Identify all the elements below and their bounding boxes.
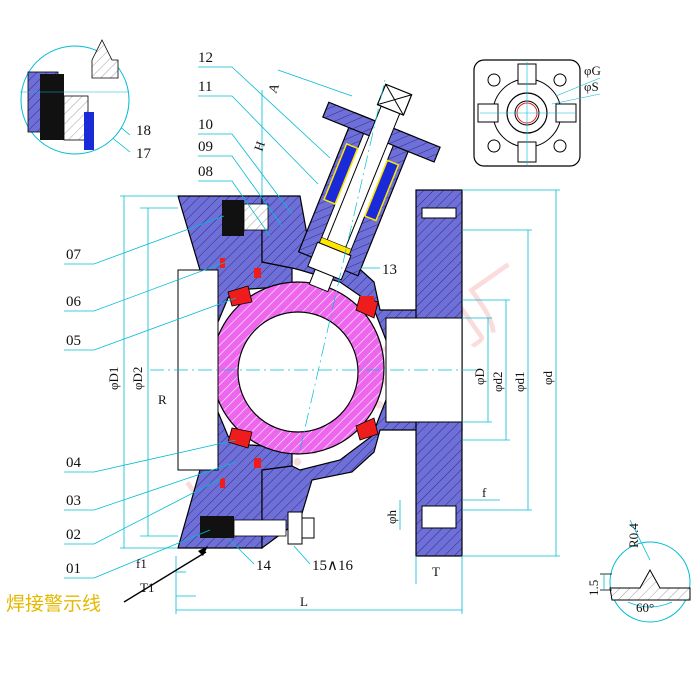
part-label-14: 14 bbox=[256, 558, 272, 574]
part-label-06: 06 bbox=[66, 294, 82, 310]
part-label-08: 08 bbox=[198, 164, 213, 180]
dim-label-d2: φd2 bbox=[490, 371, 505, 392]
o-ring-upper bbox=[254, 268, 261, 278]
part-label-15-16: 15∧16 bbox=[312, 558, 353, 574]
stem-head-cross bbox=[377, 83, 412, 116]
dim-label-T: T bbox=[432, 564, 440, 579]
detail-circle-bolt bbox=[20, 39, 130, 155]
part-label-05: 05 bbox=[66, 333, 81, 349]
part-label-03: 03 bbox=[66, 493, 81, 509]
dimension-lines bbox=[120, 69, 560, 614]
valve-section-view bbox=[150, 79, 480, 557]
seat-seal-upper-left bbox=[227, 285, 253, 307]
part-label-09: 09 bbox=[198, 139, 213, 155]
lower-bolt-shank bbox=[233, 519, 287, 537]
packing-right bbox=[363, 159, 400, 222]
dim-label-D: φD bbox=[472, 368, 487, 385]
ball-bore bbox=[237, 311, 359, 433]
dimension-labels: φD1 φD2 φD φd2 φd1 φd φh R H A f f1 T T1… bbox=[106, 80, 555, 609]
stem-lower-collar bbox=[307, 241, 352, 281]
dim-label-D2: φD2 bbox=[130, 367, 145, 390]
packing-left bbox=[323, 142, 359, 205]
dim-label-L: L bbox=[300, 594, 308, 609]
weld-warning: 焊接警示线 bbox=[6, 546, 208, 615]
part-label-18: 18 bbox=[136, 123, 151, 139]
part-labels: 12 11 10 09 08 07 06 05 04 03 02 01 13 1… bbox=[66, 50, 397, 577]
dim-label-chamfer-radius: R0.4 bbox=[626, 523, 641, 548]
dim-label-H: H bbox=[251, 139, 268, 153]
part-label-04: 04 bbox=[66, 455, 82, 471]
dim-label-D1: φD1 bbox=[106, 367, 121, 390]
stem-assembly bbox=[297, 83, 441, 293]
dim-label-G: φG bbox=[584, 63, 601, 78]
part-label-12: 12 bbox=[198, 50, 213, 66]
upper-bolt-hole bbox=[243, 203, 269, 231]
o-ring-lower bbox=[254, 458, 261, 468]
weld-warning-text: 焊接警示线 bbox=[6, 593, 101, 615]
part-label-10: 10 bbox=[198, 117, 213, 133]
dim-label-R: R bbox=[158, 392, 167, 407]
stem-centerline bbox=[299, 79, 386, 451]
dim-label-S: φS bbox=[584, 79, 599, 94]
leader-lines bbox=[64, 66, 380, 579]
part-label-17: 17 bbox=[136, 146, 152, 162]
stem-thrust-seal bbox=[360, 296, 374, 306]
dim-label-groove-depth: 1.5 bbox=[586, 580, 601, 596]
lower-nut bbox=[287, 511, 303, 545]
part-label-11: 11 bbox=[198, 79, 212, 95]
dim-label-d: φd bbox=[540, 370, 555, 385]
dim-label-h: φh bbox=[384, 509, 399, 524]
part-label-13: 13 bbox=[382, 262, 397, 278]
lower-bolt-end bbox=[301, 517, 315, 539]
part-label-01: 01 bbox=[66, 561, 81, 577]
weld-groove-detail: R0.4 1.5 60° bbox=[586, 519, 691, 623]
lower-stud bbox=[200, 516, 234, 538]
seat-seal-lower-right bbox=[355, 417, 379, 441]
dim-label-f1: f1 bbox=[136, 556, 147, 571]
o-ring-mid-lower bbox=[220, 478, 225, 488]
dim-label-A: A bbox=[265, 80, 283, 95]
flange-bore-upper bbox=[421, 207, 457, 219]
upper-body-bolt bbox=[222, 200, 244, 236]
top-flange-view: φG φS bbox=[473, 59, 601, 167]
flange-bore-lower bbox=[421, 505, 457, 529]
dim-label-f: f bbox=[482, 485, 487, 500]
part-label-02: 02 bbox=[66, 527, 81, 543]
part-label-07: 07 bbox=[66, 247, 82, 263]
dim-label-d1: φd1 bbox=[512, 371, 527, 392]
dim-label-groove-angle: 60° bbox=[636, 600, 654, 615]
seat-seal-lower-left bbox=[227, 427, 253, 449]
